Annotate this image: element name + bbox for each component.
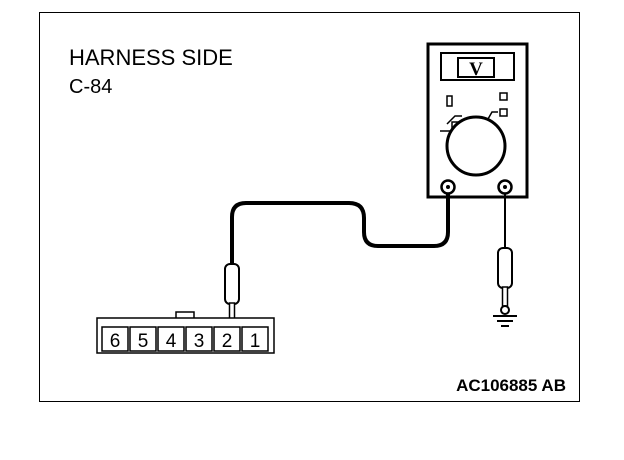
pin-cell-2 xyxy=(213,326,241,352)
harness-side-title: HARNESS SIDE xyxy=(69,45,233,70)
pin-cell-3 xyxy=(185,326,213,352)
ground-probe xyxy=(497,247,513,315)
connector-icon: 6 5 4 3 2 1 xyxy=(96,311,275,354)
meter-symbol: V xyxy=(469,59,483,80)
pin-label-1: 1 xyxy=(250,331,261,352)
voltmeter-icon: V xyxy=(426,42,529,199)
meter-indicator-bottom xyxy=(499,108,508,117)
pin-label-4: 4 xyxy=(166,331,177,352)
meter-terminal-right-core xyxy=(503,185,507,189)
meter-terminal-left-core xyxy=(446,185,450,189)
pin-cell-5 xyxy=(129,326,157,352)
pin-label-6: 6 xyxy=(110,331,121,352)
meter-indicator-top xyxy=(499,92,508,101)
connector-id-label: C-84 xyxy=(69,76,112,98)
pin-cell-4 xyxy=(157,326,185,352)
pin-label-3: 3 xyxy=(194,331,205,352)
pin-cell-6 xyxy=(101,326,129,352)
pin-label-5: 5 xyxy=(138,331,149,352)
figure-code: AC106885 AB xyxy=(456,376,566,395)
pin-label-2: 2 xyxy=(222,331,233,352)
pin-cell-1 xyxy=(241,326,269,352)
meter-dial xyxy=(445,115,507,177)
ground-symbol-icon xyxy=(493,315,517,327)
test-lead-wire xyxy=(230,193,450,265)
meter-indicator-left xyxy=(446,95,453,107)
meter-scale-marks xyxy=(440,111,498,132)
meter-symbol-box xyxy=(457,57,495,78)
